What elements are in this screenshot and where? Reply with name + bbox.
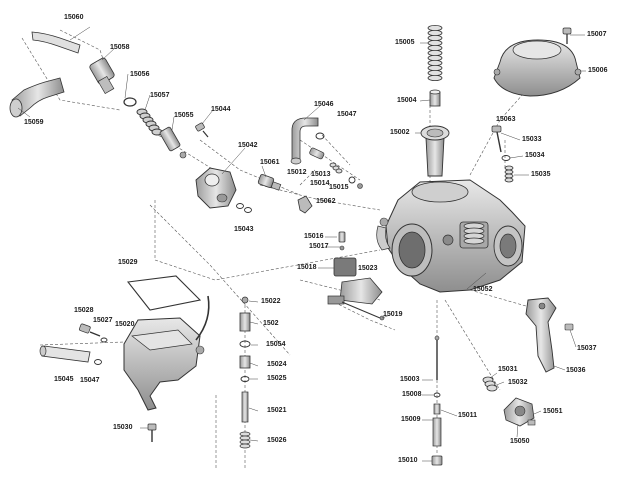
part-label-15061: 15061 [260,159,280,166]
spring-15057 [136,108,163,136]
part-label-15047-lower: 15047 [80,377,100,384]
part-label-15033: 15033 [522,136,542,143]
part-label-15021: 15021 [267,407,287,414]
part-label-15002: 15002 [390,129,410,136]
part-label-15009: 15009 [401,416,421,423]
part-label-15034: 15034 [525,152,545,159]
small-parts-15012-15015 [309,147,363,189]
sensor-15061 [257,174,282,191]
part-label-15055: 15055 [174,112,194,119]
starter-body-15042 [195,167,237,209]
slide-15002 [420,125,450,177]
jet-15016-15017 [338,231,346,251]
part-label-15019: 15019 [383,311,403,318]
part-label-15044: 15044 [211,106,231,113]
part-label-15026: 15026 [267,437,287,444]
bracket-15062 [297,195,313,214]
part-label-15004: 15004 [397,97,417,104]
part-label-15027: 15027 [93,317,113,324]
part-label-15043: 15043 [234,226,254,233]
part-label-15052: 15052 [473,286,493,293]
part-label-15058: 15058 [110,44,130,51]
part-label-15037: 15037 [577,345,597,352]
part-label-15016: 15016 [304,233,324,240]
gasket-15029 [126,275,202,311]
part-label-15003: 15003 [400,376,420,383]
carburetor-body [376,179,526,293]
part-label-15062: 15062 [316,198,336,205]
part-label-15060: 15060 [64,14,84,21]
needle-parts-15063-15035 [491,125,514,183]
part-label-15020: 15020 [115,321,135,328]
needle-jet-stack-15003-15010 [431,335,443,466]
leader-lines [17,26,586,462]
part-label-15046: 15046 [314,101,334,108]
part-label-1502: 1502 [263,320,279,327]
part-label-15007: 15007 [587,31,607,38]
part-label-15056: 15056 [130,71,150,78]
fitting-15058 [89,57,115,95]
part-label-15030: 15030 [113,424,133,431]
tube-15046 [290,117,319,165]
screw-15028 [79,323,101,337]
part-label-15050: 15050 [510,438,530,445]
part-label-15045: 15045 [54,376,74,383]
part-label-15023: 15023 [358,265,378,272]
part-label-15017: 15017 [309,243,329,250]
float-bowl-15020 [123,295,210,411]
part-label-15042: 15042 [238,142,258,149]
part-label-15014: 15014 [310,180,330,187]
part-label-15018: 15018 [297,264,317,271]
elbow-hose-15059 [9,77,65,118]
part-label-15022: 15022 [261,298,281,305]
part-label-15024: 15024 [267,361,287,368]
washer-15027 [100,337,108,343]
part-label-15012: 15012 [287,169,307,176]
rings-15043 [236,203,252,213]
part-label-15005: 15005 [395,39,415,46]
part-label-15025: 15025 [267,375,287,382]
part-label-15029: 15029 [118,259,138,266]
o-ring-15056 [123,97,137,107]
part-label-15032: 15032 [508,379,528,386]
part-label-15057: 15057 [150,92,170,99]
part-label-15008: 15008 [402,391,422,398]
part-label-15051: 15051 [543,408,563,415]
plunger-15055 [159,126,187,159]
sensor-block-15018-15023 [327,257,385,321]
part-label-15013: 15013 [311,171,331,178]
lever-15036 [525,297,574,373]
screw-15044 [195,122,209,138]
pump-parts-15031-15051 [482,376,536,427]
part-label-15015: 15015 [329,184,349,191]
ring-15047-lower [94,359,102,365]
part-label-15028: 15028 [74,307,94,314]
spring-15005 [427,24,443,82]
part-label-15059: 15059 [24,119,44,126]
part-label-15010: 15010 [398,457,418,464]
part-label-15063: 15063 [496,116,516,123]
top-cover-15006 [493,39,582,97]
screw-15007 [562,27,572,44]
part-label-15006: 15006 [588,67,608,74]
retainer-15004 [429,89,441,107]
part-label-15011: 15011 [458,412,478,419]
ring-15047 [315,132,325,140]
part-label-15054: 15054 [266,341,286,348]
part-label-15047-upper: 15047 [337,111,357,118]
drain-screw-15030 [147,423,157,442]
hose-15060 [31,31,81,54]
part-label-15036: 15036 [566,367,586,374]
part-label-15031: 15031 [498,366,518,373]
hose-15045 [39,345,91,363]
part-label-15035: 15035 [531,171,551,178]
jet-stack-15022-15026 [239,296,251,449]
